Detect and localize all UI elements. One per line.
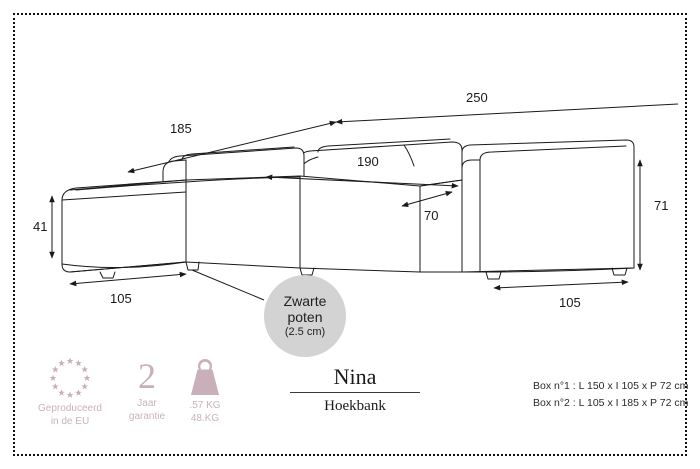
- product-title: Nina: [290, 364, 420, 393]
- callout-leader-line: [191, 269, 265, 301]
- dimension-label-seat-height: 41: [33, 219, 48, 234]
- black-legs-callout: Zwarte poten (2.5 cm): [264, 275, 346, 357]
- badge-weight: .57 KG 48.KG: [172, 356, 238, 425]
- dimension-label-depth-left: 105: [110, 291, 132, 306]
- dimension-label-depth-right: 105: [559, 295, 581, 310]
- badge-made-in-eu: Geproduceerd in de EU: [24, 356, 116, 428]
- eu-stars-icon: [44, 356, 96, 400]
- dimension-label-seat-length: 190: [357, 154, 379, 169]
- packaging-box-1: Box n°1 : L 150 x I 105 x P 72 cm: [533, 380, 689, 392]
- dimline-185: [127, 120, 337, 174]
- product-name-block: Nina Hoekbank: [290, 364, 420, 417]
- callout-line-1: Zwarte: [283, 293, 327, 310]
- footer-info-bar: Geproduceerd in de EU 2 Jaar garantie .5…: [0, 352, 700, 432]
- dimline-105-right: [493, 279, 629, 291]
- dimension-label-overall-length: 250: [466, 90, 488, 105]
- callout-line-3: (2.5 cm): [284, 326, 326, 339]
- badge-weight-caption-2: 48.KG: [190, 412, 220, 424]
- dimline-190: [265, 174, 459, 189]
- dimline-70: [401, 191, 453, 207]
- packaging-box-2: Box n°2 : L 105 x I 185 x P 72 cm: [533, 397, 689, 409]
- weight-icon: [182, 356, 228, 398]
- badge-weight-caption-1: .57 KG: [189, 400, 221, 411]
- product-category: Hoekbank: [324, 398, 386, 414]
- warranty-years-number: 2: [138, 356, 156, 396]
- badge-eu-caption-1: Geproduceerd: [38, 403, 102, 414]
- badge-warranty-caption-2: garantie: [128, 410, 166, 422]
- badge-warranty-caption-1: Jaar: [137, 398, 157, 409]
- badge-eu-caption-2: in de EU: [50, 415, 90, 427]
- packaging-specs: Box n°1 : L 150 x I 105 x P 72 cm Box n°…: [533, 378, 688, 412]
- dimline-250: [335, 103, 679, 125]
- dimension-label-seat-depth: 70: [424, 208, 439, 223]
- dimension-label-chaise-length: 185: [170, 121, 192, 136]
- badge-warranty: 2 Jaar garantie: [116, 356, 178, 423]
- dimline-105-left: [69, 271, 187, 287]
- dimension-label-back-height: 71: [654, 198, 669, 213]
- callout-line-2: poten: [287, 309, 323, 326]
